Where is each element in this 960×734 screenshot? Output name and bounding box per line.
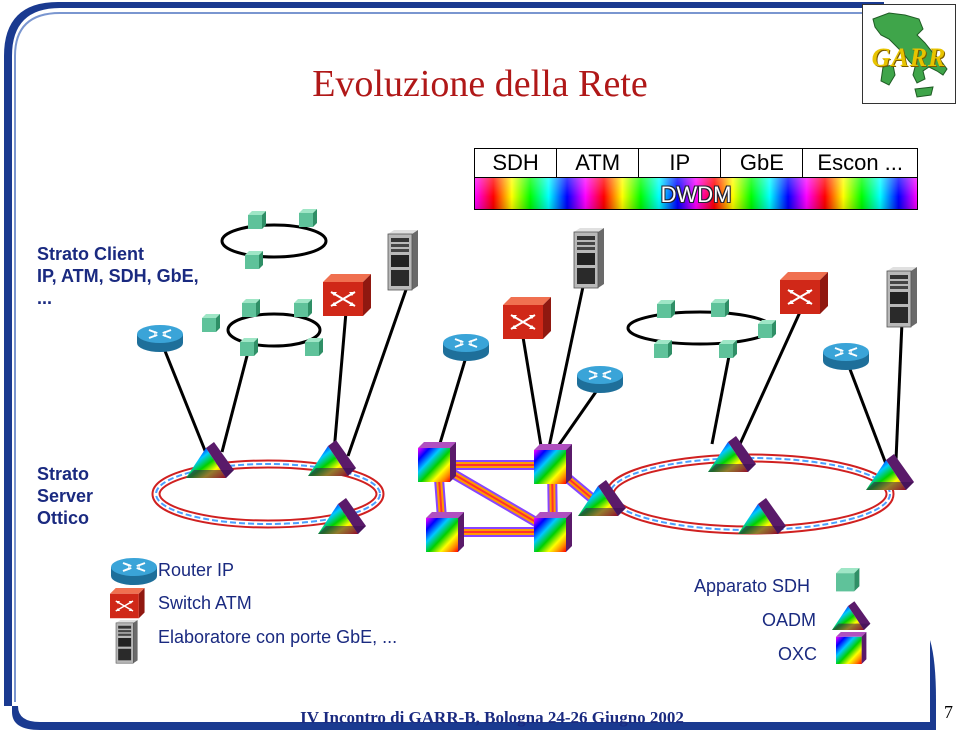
italy-map-icon xyxy=(872,12,948,98)
oadm-node xyxy=(308,440,356,476)
gbe-server xyxy=(387,229,419,291)
gbe-server xyxy=(573,227,605,289)
legend-oadm-label: OADM xyxy=(762,610,816,630)
sdh-device xyxy=(758,320,776,338)
legend-atm-switch-icon xyxy=(109,587,146,619)
access-links xyxy=(161,281,904,465)
protocol-gbe: GbE xyxy=(721,149,804,177)
atm-switch xyxy=(779,271,829,315)
server-stratum-line-1: Strato xyxy=(37,464,90,484)
sdh-ring-1 xyxy=(220,223,328,259)
client-stratum-line-2: IP, ATM, SDH, GbE, xyxy=(37,266,199,286)
legend-oxc-icon xyxy=(836,632,867,664)
legend-oxc-label: OXC xyxy=(778,644,818,664)
ip-router xyxy=(822,342,870,371)
server-stratum-label: Strato Server Ottico xyxy=(37,463,93,529)
sdh-device xyxy=(240,338,258,356)
sdh-device xyxy=(305,338,323,356)
sdh-device xyxy=(202,314,220,332)
sdh-device xyxy=(657,300,675,318)
sdh-device xyxy=(242,299,260,317)
server-stratum-line-2: Server xyxy=(37,486,94,506)
slide-footer: IV Incontro di GARR-B, Bologna 24-26 Giu… xyxy=(300,708,684,727)
optical-ring-left xyxy=(151,459,385,529)
protocol-ip: IP xyxy=(639,149,722,177)
legend-oadm-icon xyxy=(832,601,871,630)
legend-sdh-icon xyxy=(836,568,860,592)
sdh-device xyxy=(654,340,672,358)
ip-router xyxy=(136,324,184,353)
sdh-device xyxy=(719,340,737,358)
legend-router-label: Router IP xyxy=(158,560,235,580)
logo-wordmark: GARR xyxy=(871,43,947,72)
legend-router-icon xyxy=(110,557,158,586)
legend-sdh-label: Apparato SDH xyxy=(694,576,811,596)
gbe-server xyxy=(886,266,918,328)
server-stratum-line-3: Ottico xyxy=(37,508,89,528)
layer-table: SDH ATM IP GbE Escon ... DWDM xyxy=(474,148,918,210)
dwdm-band: DWDM xyxy=(475,178,917,209)
oxc-node xyxy=(534,444,572,484)
oadm-node xyxy=(708,436,756,472)
sdh-device xyxy=(711,299,729,317)
slide-title: Evoluzione della Rete xyxy=(312,63,648,105)
sdh-device xyxy=(299,209,317,227)
atm-switch xyxy=(502,296,552,340)
sdh-ring-3 xyxy=(626,310,774,346)
oxc-node xyxy=(418,442,456,482)
oxc-node xyxy=(534,512,572,552)
protocol-atm: ATM xyxy=(557,149,640,177)
page-number: 7 xyxy=(944,702,953,722)
oadm-node xyxy=(738,498,786,534)
protocol-row: SDH ATM IP GbE Escon ... xyxy=(475,149,917,178)
sdh-device xyxy=(248,211,266,229)
client-stratum-line-1: Strato Client xyxy=(37,244,145,264)
sdh-device xyxy=(245,251,263,269)
oxc-node xyxy=(426,512,464,552)
sdh-ring-2 xyxy=(226,312,322,348)
garr-logo: GARR xyxy=(862,4,956,104)
client-stratum-label: Strato Client IP, ATM, SDH, GbE, ... xyxy=(37,243,199,309)
dwdm-label: DWDM xyxy=(660,182,732,207)
protocol-escon: Escon ... xyxy=(817,150,904,175)
protocol-sdh: SDH xyxy=(475,149,558,177)
ip-router xyxy=(576,365,624,394)
legend-server-icon xyxy=(115,619,138,664)
legend-server-label: Elaboratore con porte GbE, ... xyxy=(158,627,398,647)
sdh-device xyxy=(294,299,312,317)
oadm-node xyxy=(186,442,234,478)
ip-router xyxy=(442,333,490,362)
atm-switch xyxy=(322,273,372,317)
legend-switch-label: Switch ATM xyxy=(158,593,252,613)
client-stratum-line-3: ... xyxy=(37,288,53,308)
